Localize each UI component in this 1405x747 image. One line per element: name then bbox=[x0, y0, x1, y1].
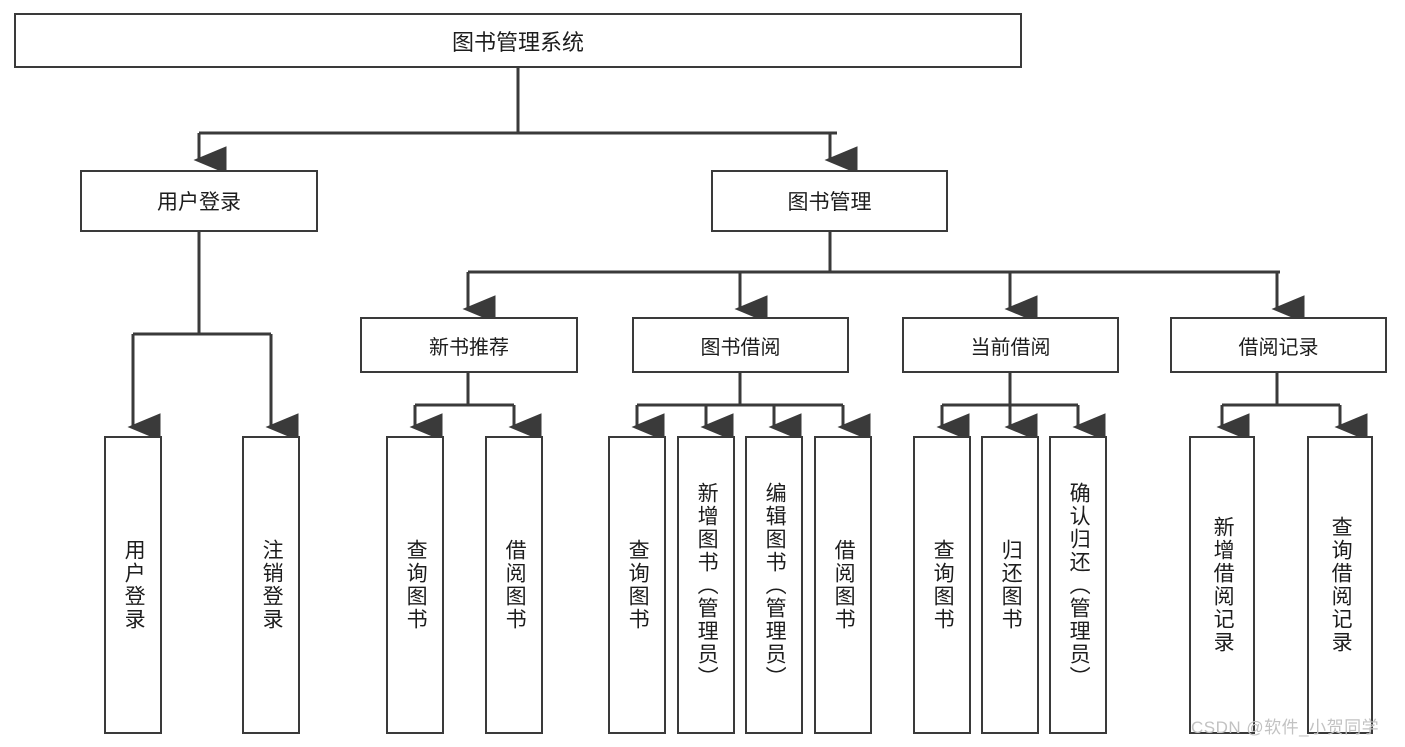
node-label: 查询图书 bbox=[404, 539, 428, 631]
node-label: 用户登录 bbox=[122, 539, 146, 631]
node-book-management[interactable]: 图书管理 bbox=[711, 170, 948, 232]
node-leaf-add-book[interactable]: 新增图书（管理员） bbox=[677, 436, 735, 734]
node-label: 借阅图书 bbox=[503, 539, 527, 631]
node-label: 归还图书 bbox=[999, 539, 1023, 631]
node-leaf-query-record[interactable]: 查询借阅记录 bbox=[1307, 436, 1373, 734]
node-label: 查询图书 bbox=[931, 539, 955, 631]
node-leaf-query-book-3[interactable]: 查询图书 bbox=[913, 436, 971, 734]
node-root-book-management-system[interactable]: 图书管理系统 bbox=[14, 13, 1022, 68]
node-label: 查询图书 bbox=[626, 539, 650, 631]
node-current-borrow[interactable]: 当前借阅 bbox=[902, 317, 1119, 373]
node-leaf-edit-book[interactable]: 编辑图书（管理员） bbox=[745, 436, 803, 734]
node-label: 借阅图书 bbox=[832, 539, 856, 631]
node-leaf-borrow-book-2[interactable]: 借阅图书 bbox=[814, 436, 872, 734]
node-label: 查询借阅记录 bbox=[1329, 516, 1353, 654]
node-leaf-query-book-2[interactable]: 查询图书 bbox=[608, 436, 666, 734]
node-label: 编辑图书（管理员） bbox=[763, 481, 787, 689]
node-label: 借阅记录 bbox=[1238, 336, 1319, 359]
node-leaf-borrow-book-1[interactable]: 借阅图书 bbox=[485, 436, 543, 734]
node-label: 新书推荐 bbox=[429, 336, 509, 359]
node-user-login[interactable]: 用户登录 bbox=[80, 170, 318, 232]
node-leaf-user-login[interactable]: 用户登录 bbox=[104, 436, 162, 734]
node-leaf-add-record[interactable]: 新增借阅记录 bbox=[1189, 436, 1255, 734]
node-label: 新增图书（管理员） bbox=[695, 481, 719, 689]
node-new-book-recommend[interactable]: 新书推荐 bbox=[360, 317, 578, 373]
csdn-watermark: CSDN @软件_小贺同学 bbox=[1191, 718, 1380, 737]
node-label: 图书借阅 bbox=[700, 336, 781, 359]
node-leaf-confirm-return[interactable]: 确认归还（管理员） bbox=[1049, 436, 1107, 734]
node-leaf-return-book[interactable]: 归还图书 bbox=[981, 436, 1039, 734]
node-label: 新增借阅记录 bbox=[1211, 516, 1235, 654]
node-label: 图书管理 bbox=[787, 191, 872, 214]
node-leaf-logout-login[interactable]: 注销登录 bbox=[242, 436, 300, 734]
node-borrow-record[interactable]: 借阅记录 bbox=[1170, 317, 1387, 373]
node-label: 确认归还（管理员） bbox=[1067, 481, 1091, 689]
node-label: 当前借阅 bbox=[970, 336, 1051, 359]
node-leaf-query-book-1[interactable]: 查询图书 bbox=[386, 436, 444, 734]
node-label: 注销登录 bbox=[260, 539, 284, 631]
node-label: 图书管理系统 bbox=[451, 29, 584, 55]
node-book-borrow[interactable]: 图书借阅 bbox=[632, 317, 849, 373]
node-label: 用户登录 bbox=[157, 191, 241, 214]
